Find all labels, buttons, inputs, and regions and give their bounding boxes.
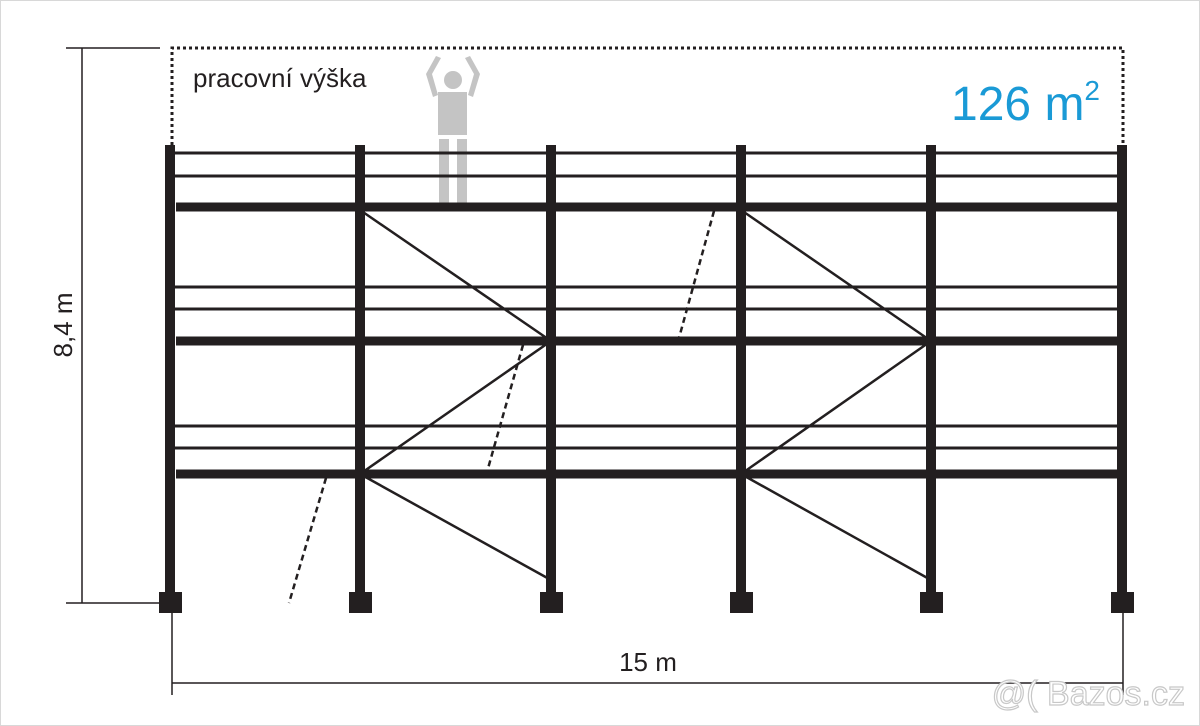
area-label: 126 m2: [951, 75, 1100, 131]
diagonal-brace: [359, 208, 552, 343]
vertical-post: [355, 145, 365, 595]
base-plate: [920, 592, 943, 613]
ladder: [287, 477, 328, 604]
base-plate: [540, 592, 563, 613]
working-height-label: pracovní výška: [193, 63, 367, 93]
vertical-post: [165, 145, 175, 595]
base-plate: [159, 592, 182, 613]
height-dimension: [66, 47, 160, 604]
diagonal-brace: [740, 472, 932, 582]
diagonal-brace: [740, 208, 932, 343]
base-plate: [349, 592, 372, 613]
width-label: 15 m: [619, 647, 677, 677]
vertical-post: [926, 145, 936, 595]
working-height-outline: [170, 46, 1125, 145]
base-plate: [730, 592, 753, 613]
vertical-post: [546, 145, 556, 595]
diagonal-brace: [359, 339, 552, 476]
person-icon: [426, 56, 480, 203]
diagonal-brace: [740, 339, 932, 476]
diagonal-brace: [359, 472, 552, 582]
ladder: [485, 344, 525, 473]
vertical-post: [1117, 145, 1127, 595]
scaffold: [159, 145, 1134, 613]
watermark: @( Bazos.cz: [992, 675, 1185, 713]
height-label: 8,4 m: [48, 292, 78, 357]
width-dimension: [171, 613, 1124, 695]
base-plate: [1111, 592, 1134, 613]
ladder: [677, 210, 716, 339]
vertical-post: [736, 145, 746, 595]
